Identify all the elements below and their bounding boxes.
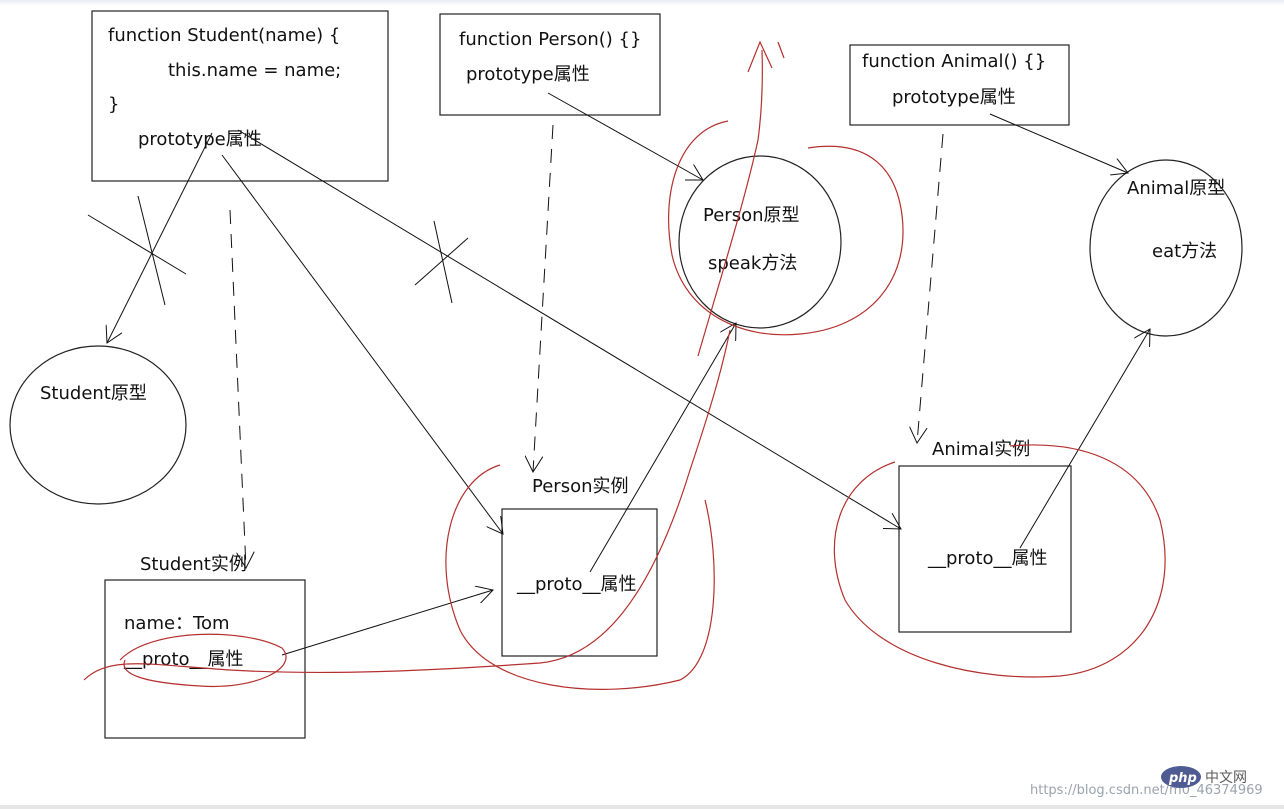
cross-mark [137, 195, 166, 306]
window-top-edge [0, 0, 1284, 6]
animal-instance: Animal实例 __proto__属性 [898, 439, 1072, 633]
red-up-arrow-head [747, 40, 773, 73]
animal-prototype-label: prototype属性 [892, 87, 1016, 108]
animal-function-box: function Animal() {} prototype属性 [849, 44, 1070, 126]
student-func-line1: function Student(name) { [108, 25, 340, 46]
arrow-person-instance-proto [589, 323, 736, 573]
php-logo-icon [1161, 766, 1201, 788]
red-annotations [83, 40, 1166, 690]
arrow-student-prototype [107, 132, 213, 343]
arrow-animal-instance-proto [1019, 329, 1150, 549]
watermark-url: https://blog.csdn.net/m0_46374969 [1030, 783, 1263, 798]
animal-instance-proto: __proto__属性 [927, 548, 1048, 569]
red-circle-animal-instance [833, 444, 1166, 678]
animal-func-line1: function Animal() {} [862, 51, 1046, 72]
person-instance-proto: __proto__属性 [516, 574, 637, 595]
student-prototype-title: Student原型 [40, 383, 147, 404]
arrow-student-instance-proto [281, 590, 493, 656]
person-prototype-circle: Person原型 speak方法 [678, 155, 842, 329]
watermark: https://blog.csdn.net/m0_46374969 php 中文… [1030, 766, 1263, 798]
student-prototype-label: prototype属性 [138, 129, 262, 150]
connector-lines [87, 92, 1150, 656]
cross-mark [414, 237, 469, 286]
arrow-student-to-person-instance [221, 154, 503, 534]
red-circle-person-instance [445, 464, 715, 690]
person-instance-title: Person实例 [532, 476, 629, 497]
red-up-arrow [697, 49, 763, 357]
person-function-box: function Person() {} prototype属性 [439, 13, 661, 116]
dashed-construct-lines [229, 124, 944, 568]
animal-prototype-title: Animal原型 [1127, 178, 1225, 199]
arrow-person-prototype [547, 92, 703, 180]
cross-mark [433, 220, 453, 304]
student-func-line2: this.name = name; [168, 60, 341, 81]
student-prototype-circle: Student原型 [9, 345, 187, 505]
dashed-animal-to-instance [917, 133, 944, 443]
student-instance-title: Student实例 [140, 554, 247, 575]
student-func-line3: } [108, 94, 119, 115]
person-func-line1: function Person() {} [459, 29, 641, 50]
red-chain-path [83, 329, 731, 681]
animal-prototype-method: eat方法 [1152, 241, 1217, 262]
watermark-cn-text: 中文网 [1205, 770, 1247, 786]
student-instance: Student实例 name：Tom __proto__属性 [104, 554, 306, 739]
red-up-arrow-tick [777, 41, 785, 59]
student-function-box: function Student(name) { this.name = nam… [91, 10, 389, 182]
person-prototype-label: prototype属性 [466, 64, 590, 85]
person-instance: Person实例 __proto__属性 [501, 476, 658, 657]
person-prototype-title: Person原型 [703, 205, 800, 226]
cross-mark [87, 214, 187, 275]
window-bottom-edge [0, 805, 1284, 809]
red-ellipse-student-proto [119, 633, 287, 688]
php-logo-text: php [1168, 771, 1197, 786]
dashed-student-to-instance [229, 209, 246, 568]
dashed-person-to-instance [533, 124, 554, 472]
student-instance-name: name：Tom [124, 613, 230, 634]
person-prototype-method: speak方法 [708, 253, 797, 274]
animal-prototype-circle: Animal原型 eat方法 [1089, 159, 1243, 337]
red-circle-person-prototype [668, 120, 904, 336]
arrow-student-to-animal-instance [237, 129, 901, 529]
animal-instance-title: Animal实例 [932, 439, 1030, 460]
arrow-animal-prototype [989, 113, 1128, 173]
